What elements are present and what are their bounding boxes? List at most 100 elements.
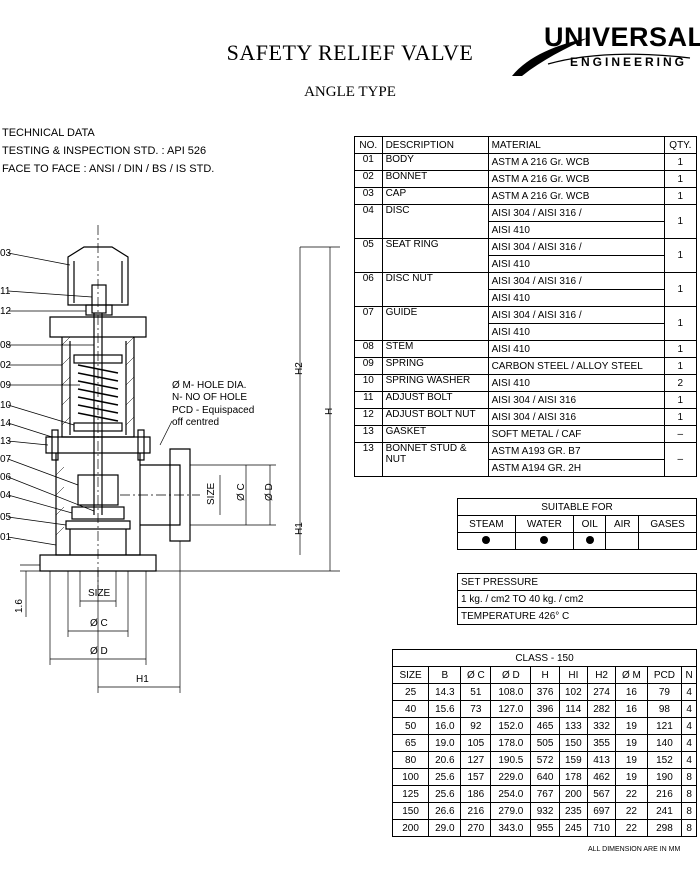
callout-06: 06 xyxy=(0,472,12,483)
dimension-cell: 178.0 xyxy=(490,734,532,752)
part-no: 05 xyxy=(354,238,383,273)
dimension-cell: 19 xyxy=(615,768,648,786)
part-qty: 1 xyxy=(663,391,698,409)
part-qty: – xyxy=(663,425,698,443)
parts-header-cell: NO. xyxy=(354,136,383,154)
part-description: SPRING WASHER xyxy=(381,374,489,392)
dimension-cell: 465 xyxy=(530,717,560,735)
part-description: GASKET xyxy=(381,425,489,443)
dimension-cell: 229.0 xyxy=(490,768,532,786)
part-description: BONNET xyxy=(381,170,489,188)
dimension-cell: 8 xyxy=(681,785,697,803)
dim-size-label: SIZE xyxy=(88,588,111,599)
dimension-cell: 121 xyxy=(646,717,683,735)
part-description-line: SEAT RING xyxy=(385,239,439,250)
suitable-mark-cell xyxy=(514,532,575,550)
callout-07: 07 xyxy=(0,454,12,465)
part-no: 11 xyxy=(354,391,383,409)
dimension-cell: 20.6 xyxy=(428,751,462,769)
callout-10: 10 xyxy=(0,400,12,411)
dimension-cell: 125 xyxy=(391,785,430,803)
part-material: AISI 410 xyxy=(487,289,665,307)
dimension-cell: 178 xyxy=(558,768,588,786)
dimension-cell: 955 xyxy=(530,819,560,837)
technical-data: TECHNICAL DATA TESTING & INSPECTION STD.… xyxy=(2,124,214,178)
part-description: CAP xyxy=(381,187,489,205)
dim-c-vertical-label: Ø C xyxy=(236,483,247,501)
part-qty: 1 xyxy=(663,187,698,205)
dimension-cell: 274 xyxy=(586,683,617,701)
callout-05: 05 xyxy=(0,512,12,523)
part-description-line: SPRING WASHER xyxy=(385,375,471,386)
dim-d-vertical-label: Ø D xyxy=(264,483,275,501)
dimension-cell: 102 xyxy=(558,683,588,701)
dimension-cell: 462 xyxy=(586,768,617,786)
suitable-mark-cell xyxy=(573,532,607,550)
dimension-cell: 343.0 xyxy=(490,819,532,837)
dimension-cell: 8 xyxy=(681,768,697,786)
part-description: DISC NUT xyxy=(381,272,489,307)
part-no: 13 xyxy=(354,442,383,477)
parts-header-cell: QTY. xyxy=(663,136,698,154)
dimension-cell: 114 xyxy=(558,700,588,718)
dimension-cell: 396 xyxy=(530,700,560,718)
parts-header-cell: DESCRIPTION xyxy=(381,136,489,154)
dimension-note: ALL DIMENSION ARE IN MM xyxy=(588,846,681,853)
suitable-marks-row xyxy=(457,532,697,550)
part-description-line: BONNET STUD & xyxy=(385,443,467,454)
part-material: AISI 410 xyxy=(487,255,665,273)
part-description-line: GASKET xyxy=(385,426,427,437)
bullet-icon xyxy=(585,535,594,544)
table-row: ASTM A194 GR. 2H xyxy=(355,459,697,477)
callout-08: 08 xyxy=(0,340,12,351)
suitable-mark-cell xyxy=(638,532,697,550)
dimension-header-cell: HI xyxy=(558,666,588,684)
dimension-cell: 4 xyxy=(681,683,697,701)
dimension-cell: 241 xyxy=(646,802,683,820)
dimension-cell: 65 xyxy=(391,734,430,752)
dim-1-6-label: 1.6 xyxy=(14,599,25,613)
dimension-cell: 22 xyxy=(615,819,648,837)
dim-h2-label: H2 xyxy=(294,362,305,375)
set-pressure-label: SET PRESSURE xyxy=(457,573,697,591)
dim-h1-label: H1 xyxy=(136,674,149,685)
part-no: 09 xyxy=(354,357,383,375)
dimension-cell: 767 xyxy=(530,785,560,803)
part-material: AISI 304 / AISI 316 xyxy=(487,408,665,426)
part-material: ASTM A 216 Gr. WCB xyxy=(487,153,665,171)
swoosh-icon xyxy=(512,38,691,76)
part-no: 08 xyxy=(354,340,383,358)
part-qty: 1 xyxy=(663,272,698,307)
part-description: BONNET STUD &NUT xyxy=(381,442,489,477)
suitable-header-cell: OIL xyxy=(573,515,607,533)
part-material: AISI 304 / AISI 316 xyxy=(487,391,665,409)
part-description: GUIDE xyxy=(381,306,489,341)
dimension-cell: 216 xyxy=(646,785,683,803)
dim-d-label: Ø D xyxy=(90,646,108,657)
part-description: ADJUST BOLT xyxy=(381,391,489,409)
dimension-cell: 29.0 xyxy=(428,819,462,837)
part-material: CARBON STEEL / ALLOY STEEL xyxy=(487,357,665,375)
dimension-cell: 159 xyxy=(558,751,588,769)
dimension-cell: 133 xyxy=(558,717,588,735)
part-description: ADJUST BOLT NUT xyxy=(381,408,489,426)
part-description-line: NUT xyxy=(385,454,407,465)
face-to-face-standard: FACE TO FACE : ANSI / DIN / BS / IS STD. xyxy=(2,163,215,175)
pressure-range: 1 kg. / cm2 TO 40 kg. / cm2 xyxy=(457,590,697,608)
dimension-header-cell: H xyxy=(530,666,560,684)
dimension-cell: 105 xyxy=(460,734,492,752)
part-material: ASTM A 216 Gr. WCB xyxy=(487,170,665,188)
hole-note-diameter: Ø M- HOLE DIA. xyxy=(172,380,246,391)
dim-size-vertical-label: SIZE xyxy=(206,482,217,505)
dimension-cell: 216 xyxy=(460,802,492,820)
dimension-cell: 19 xyxy=(615,717,648,735)
suitable-header-cell: STEAM xyxy=(457,515,516,533)
